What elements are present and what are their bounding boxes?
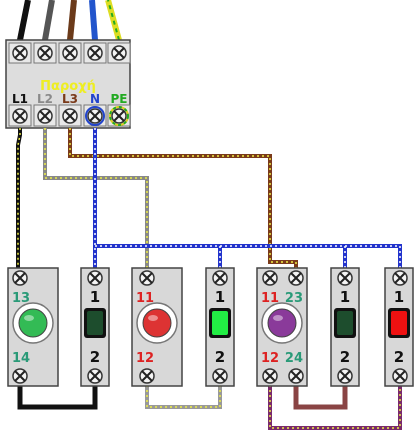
- terminal-label-top: 1: [215, 288, 225, 306]
- device-top-screw-icon: [212, 270, 228, 286]
- device-bottom-screw-icon: [139, 368, 155, 384]
- neutral-ring-icon: [85, 106, 105, 126]
- device-top-screw-icon: [288, 270, 304, 286]
- device-indicator: 12: [205, 267, 235, 387]
- terminal-label-bottom-2: 24: [285, 351, 303, 366]
- supply-top-screw-icon: [12, 45, 28, 61]
- supply-terminal-label: L3: [62, 92, 78, 106]
- device-bottom-screw-icon: [12, 368, 28, 384]
- device-indicator: 12: [80, 267, 110, 387]
- cable-l1: [17, 0, 31, 41]
- pushbutton-lamp-icon: [267, 308, 297, 338]
- supply-top-screw-icon: [87, 45, 103, 61]
- wire-link-black: [17, 385, 98, 410]
- indicator-lamp-icon: [212, 311, 228, 335]
- terminal-label-top: 1: [90, 288, 100, 306]
- supply-top-screw-icon: [37, 45, 53, 61]
- terminal-label-top: 1: [394, 288, 404, 306]
- indicator-lamp-icon: [391, 311, 407, 335]
- supply-bottom-screw-icon: [62, 108, 78, 124]
- button-highlight: [148, 315, 158, 321]
- terminal-label-bottom: 2: [215, 348, 225, 366]
- terminal-label-top: 11: [136, 291, 154, 306]
- device-bottom-screw-icon: [262, 368, 278, 384]
- supply-terminal-label: PE: [111, 92, 128, 106]
- terminal-label-top: 13: [12, 291, 30, 306]
- device-indicator: 12: [384, 267, 414, 387]
- device-top-screw-icon: [87, 270, 103, 286]
- device-pushbutton: 11 12: [131, 267, 183, 387]
- terminal-label-bottom: 12: [136, 351, 154, 366]
- wire-n-dots: [94, 128, 401, 268]
- supply-screws: [8, 42, 131, 127]
- supply-bottom-screw-icon: [37, 108, 53, 124]
- cable-l2: [42, 0, 55, 41]
- button-highlight: [273, 315, 283, 321]
- device-bottom-screw-icon: [288, 368, 304, 384]
- supply-terminal-label: L1: [12, 92, 28, 106]
- indicator-lamp-icon: [87, 311, 103, 335]
- supply-labels: L1 L2 L3 N PE: [12, 92, 128, 106]
- device-indicator: 12: [330, 267, 360, 387]
- cable-l3: [67, 0, 77, 41]
- indicator-lamp-icon: [337, 311, 353, 335]
- device-top-screw-icon: [262, 270, 278, 286]
- terminal-label-top: 1: [340, 288, 350, 306]
- cable-n: [89, 0, 98, 41]
- supply-top-screw-icon: [62, 45, 78, 61]
- device-top-screw-icon: [139, 270, 155, 286]
- supply-terminal-label: L2: [37, 92, 53, 106]
- supply-bottom-screw-icon: [111, 108, 127, 124]
- wire-l1: [16, 128, 22, 268]
- wire-link-grey: [145, 385, 222, 409]
- terminal-label-bottom: 2: [340, 348, 350, 366]
- terminal-label-bottom: 12: [261, 351, 279, 366]
- wire-l3-dots: [69, 128, 297, 268]
- device-top-screw-icon: [12, 270, 28, 286]
- terminal-label-top-2: 23: [285, 291, 303, 306]
- terminal-label-top: 11: [261, 291, 279, 306]
- terminal-label-bottom: 2: [90, 348, 100, 366]
- cable-pe-stripe: [107, 0, 120, 41]
- supply-top-screw-icon: [111, 45, 127, 61]
- device-top-screw-icon: [337, 270, 353, 286]
- device-top-screw-icon: [392, 270, 408, 286]
- device-doublebutton: 11 23 12 24: [256, 267, 308, 387]
- device-bottom-screw-icon: [212, 368, 228, 384]
- device-pushbutton: 13 14: [7, 267, 59, 387]
- pushbutton-lamp-icon: [142, 308, 172, 338]
- wire-n: [93, 128, 402, 268]
- pushbutton-lamp-icon: [18, 308, 48, 338]
- button-highlight: [24, 315, 34, 321]
- incoming-cables: [17, 0, 122, 41]
- wire-link-purple-dots: [269, 385, 401, 429]
- supply-bottom-screw-icon: [12, 108, 28, 124]
- wire-link-grey-dots: [146, 385, 221, 408]
- terminal-label-bottom: 2: [394, 348, 404, 366]
- device-bottom-screw-icon: [392, 368, 408, 384]
- supply-terminal-label: N: [90, 92, 100, 106]
- device-bottom-screw-icon: [337, 368, 353, 384]
- device-bottom-screw-icon: [87, 368, 103, 384]
- terminal-label-bottom: 14: [12, 351, 30, 366]
- wires: [16, 128, 402, 430]
- earth-ring-stripe: [109, 106, 129, 126]
- wire-link-brown: [293, 385, 348, 410]
- supply-terminal-block: Παροχή L1 L2 L3 N PE: [5, 39, 131, 129]
- supply-bottom-screw-icon: [87, 108, 103, 124]
- supply-title: Παροχή: [40, 79, 96, 94]
